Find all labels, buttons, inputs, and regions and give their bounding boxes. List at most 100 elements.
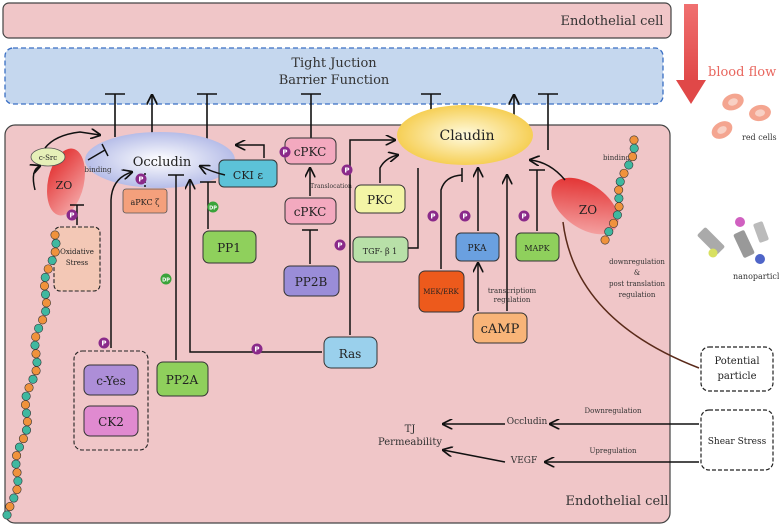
pp1-label: PP1 [217, 241, 241, 255]
ck2-label: CK2 [98, 415, 124, 429]
camp-node [472, 312, 528, 344]
phosphorylation-badge [341, 164, 353, 176]
actin-bead [604, 227, 614, 237]
actin-bead [47, 255, 57, 265]
transcription-label-2: regulation [494, 296, 531, 304]
mek-erk-label: MEK/ERK [423, 288, 459, 296]
badge-label: P [101, 340, 106, 348]
badge-label: P [462, 213, 467, 221]
actin-bead [5, 502, 15, 512]
tj-title-line2: Barrier Function [279, 73, 390, 88]
actin-bead [11, 459, 21, 469]
actin-bead [34, 323, 44, 333]
red-cells-label: red cells [742, 133, 777, 142]
actin-bead [615, 177, 625, 187]
pathway-edges [33, 132, 700, 462]
occludin-small-label: Occludin [507, 417, 548, 427]
actin-bead [28, 374, 38, 384]
actin-bead [14, 442, 24, 452]
claudin-node [397, 105, 533, 165]
apkc-node [122, 188, 168, 214]
downreg-label-3: post translation [609, 280, 665, 288]
potential-particle-label-1: Potential [714, 356, 759, 367]
dephosphorylation-badge [160, 273, 172, 285]
nanoparticle-icon [697, 217, 769, 264]
claudin-label: Claudin [439, 128, 494, 144]
actin-bead [50, 230, 60, 240]
phosphorylation-badge [98, 337, 110, 349]
downregulation-label: Downregulation [585, 407, 642, 415]
ck2-node [83, 405, 139, 437]
oxidative-label-2: Stress [66, 259, 89, 267]
actin-bead [31, 349, 41, 359]
pkc-node [354, 184, 406, 214]
upregulation-label: Upregulation [589, 447, 637, 455]
oxidative-label-1: Oxidative [60, 248, 94, 256]
zo-right-node [551, 177, 619, 235]
phosphorylation-badge [518, 210, 530, 222]
actin-chain-right [600, 135, 639, 245]
pp2b-node [283, 265, 340, 297]
phosphorylation-badge [459, 210, 471, 222]
actin-bead [614, 193, 624, 203]
camp-label: cAMP [481, 322, 520, 337]
badge-label: DP [209, 206, 217, 212]
badge-label: P [282, 149, 287, 157]
badge-label: P [337, 242, 342, 250]
vegf-label: VEGF [510, 456, 538, 466]
transcription-label-1: transcriptiom [488, 287, 537, 295]
actin-bead [39, 281, 49, 291]
shear-stress-label: Shear Stress [708, 437, 767, 447]
tight-junction-box [4, 47, 664, 105]
actin-bead [22, 417, 32, 427]
actin-bead [21, 391, 31, 401]
actin-bead [20, 400, 30, 410]
badge-label: P [138, 176, 143, 184]
mapk-node [515, 232, 560, 262]
nanoparticle-label: nanoparticle [733, 272, 779, 281]
phosphorylation-badge [334, 239, 346, 251]
pka-label: PKA [468, 244, 487, 254]
actin-bead [13, 476, 23, 486]
actin-bead [38, 315, 48, 325]
actin-bead [41, 298, 51, 308]
actin-bead [12, 485, 22, 495]
phosphorylation-badge [427, 210, 439, 222]
mek-erk-node [418, 270, 465, 313]
actin-bead [2, 510, 12, 520]
badge-label: P [521, 213, 526, 221]
pp1-node [202, 230, 257, 264]
actin-bead [612, 210, 622, 220]
actin-bead [31, 332, 41, 342]
pp2a-label: PP2A [166, 373, 199, 387]
actin-bead [50, 247, 60, 257]
endothelial-cell-bottom-label: Endothelial cell [566, 494, 669, 509]
zo-left-node [47, 148, 85, 216]
tgf-node [352, 236, 409, 263]
mapk-label: MAPK [524, 244, 550, 253]
actin-bead [31, 366, 41, 376]
zo-left-label: ZO [56, 179, 73, 192]
actin-bead [43, 264, 53, 274]
blood-flow-arrow [676, 4, 706, 104]
apkc-label: aPKC ζ [131, 198, 161, 207]
oxidative-stress-box [53, 226, 101, 292]
actin-bead [619, 168, 629, 178]
tgf-label: TGF- β 1 [363, 247, 397, 256]
badge-label: P [69, 212, 74, 220]
actin-bead [40, 272, 50, 282]
cki-label: CKI ε [233, 169, 263, 182]
potential-particle-label-2: particle [717, 371, 756, 382]
ras-node [323, 336, 378, 369]
downreg-label-2: & [634, 269, 640, 277]
binding-right-label: binding [603, 154, 630, 162]
endothelial-cell-top [2, 2, 672, 39]
red-cells-icon [711, 93, 771, 139]
actin-bead [614, 185, 624, 195]
zo-right-label: ZO [579, 203, 597, 217]
blood-flow-label: blood flow [708, 65, 776, 80]
c-src-node [30, 147, 66, 167]
shear-stress-box [700, 409, 774, 471]
